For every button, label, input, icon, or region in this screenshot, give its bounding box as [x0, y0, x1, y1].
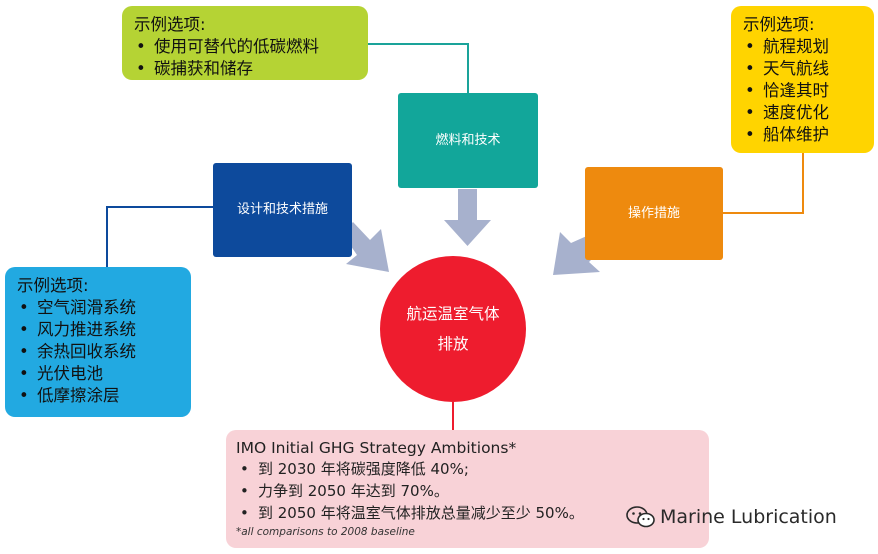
imo-list: 到 2030 年将碳强度降低 40%; 力争到 2050 年达到 70%。 到 … [236, 458, 701, 524]
list-item: 余热回收系统 [17, 341, 183, 363]
imo-note: *all comparisons to 2008 baseline [236, 526, 415, 538]
design-examples-title: 示例选项: [17, 276, 89, 295]
design-tech-label: 设计和技术措施 [236, 202, 328, 217]
list-item: 力争到 2050 年达到 70%。 [236, 480, 701, 502]
connector-operational-examples [722, 152, 804, 214]
center-emissions-circle: 航运温室气体排放 [380, 256, 526, 402]
center-label: 航运温室气体排放 [406, 305, 500, 353]
arrow-fuel-to-center [444, 189, 491, 246]
watermark-text: Marine Lubrication [660, 506, 837, 528]
fuel-examples-box: 示例选项: 使用可替代的低碳燃料 碳捕获和储存 [122, 6, 368, 80]
operational-examples-box: 示例选项: 航程规划 天气航线 恰逢其时 速度优化 船体维护 [731, 6, 874, 153]
imo-ambitions-box: IMO Initial GHG Strategy Ambitions* 到 20… [226, 430, 709, 548]
operational-examples-list: 航程规划 天气航线 恰逢其时 速度优化 船体维护 [743, 36, 866, 146]
operational-box: 操作措施 [585, 167, 723, 260]
arrow-design-to-center [342, 222, 389, 272]
list-item: 恰逢其时 [743, 80, 866, 102]
design-examples-box: 示例选项: 空气润滑系统 风力推进系统 余热回收系统 光伏电池 低摩擦涂层 [5, 267, 191, 417]
list-item: 到 2030 年将碳强度降低 40%; [236, 458, 701, 480]
design-tech-box: 设计和技术措施 [213, 163, 352, 257]
list-item: 船体维护 [743, 124, 866, 146]
list-item: 空气润滑系统 [17, 297, 183, 319]
connector-fuel-examples [367, 43, 469, 94]
connector-design-examples [106, 206, 214, 268]
list-item: 天气航线 [743, 58, 866, 80]
list-item: 光伏电池 [17, 363, 183, 385]
list-item: 到 2050 年将温室气体排放总量减少至少 50%。 [236, 502, 701, 524]
operational-examples-title: 示例选项: [743, 15, 815, 34]
wechat-icon [626, 506, 655, 528]
list-item: 风力推进系统 [17, 319, 183, 341]
operational-label: 操作措施 [627, 205, 680, 221]
list-item: 低摩擦涂层 [17, 385, 183, 407]
list-item: 使用可替代的低碳燃料 [134, 36, 360, 58]
fuel-examples-list: 使用可替代的低碳燃料 碳捕获和储存 [134, 36, 360, 80]
imo-title: IMO Initial GHG Strategy Ambitions* [236, 439, 517, 457]
watermark: Marine Lubrication [626, 505, 837, 529]
fuel-tech-label: 燃料和技术 [435, 132, 501, 148]
list-item: 航程规划 [743, 36, 866, 58]
design-examples-list: 空气润滑系统 风力推进系统 余热回收系统 光伏电池 低摩擦涂层 [17, 297, 183, 407]
list-item: 碳捕获和储存 [134, 58, 360, 80]
fuel-tech-box: 燃料和技术 [398, 93, 538, 188]
fuel-examples-title: 示例选项: [134, 15, 206, 34]
list-item: 速度优化 [743, 102, 866, 124]
